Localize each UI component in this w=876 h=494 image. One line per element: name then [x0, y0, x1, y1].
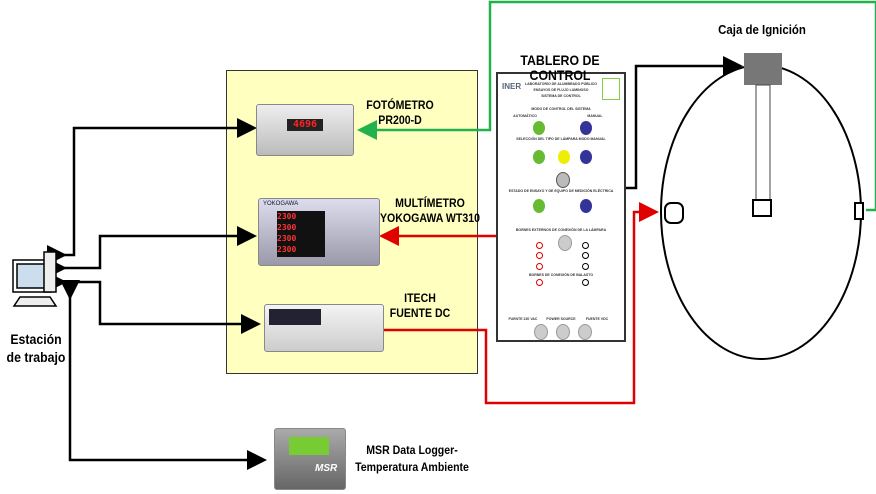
manual-label: MANUAL: [587, 114, 603, 118]
photometer-display: 4696: [287, 119, 323, 131]
panel-header: ENSAYOS DE FLUJO LUMINOSO: [533, 88, 589, 92]
iner-logo: INER: [502, 82, 522, 91]
manual-indicator[interactable]: [580, 121, 592, 135]
terminal: [582, 279, 589, 286]
dc-red: [384, 202, 659, 405]
dc-link: [47, 272, 261, 334]
lamp-indicator[interactable]: [558, 150, 570, 164]
state-indicator[interactable]: [580, 199, 592, 213]
dc-source-device: [264, 304, 384, 352]
control-panel: INER LABORATORIO DE ALUMBRADO PÚBLICO EN…: [496, 72, 626, 342]
terminal: [582, 252, 589, 259]
panel-section: BORNES EXTERNOS DE CONEXIÓN DE LA LÁMPAR…: [515, 228, 607, 232]
logger-brand: MSR: [315, 463, 338, 474]
ignition-box-label: Caja de Ignición: [718, 22, 806, 37]
datalogger-label: MSR Data Logger- Temperatura Ambiente: [355, 443, 469, 474]
lamp-indicator[interactable]: [533, 150, 545, 164]
terminal: [536, 252, 543, 259]
multimeter-label: MULTÍMETRO YOKOGAWA WT310: [380, 196, 480, 225]
multimeter-brand: YOKOGAWA: [263, 201, 299, 207]
auto-label: AUTOMÁTICO: [513, 114, 537, 118]
source-label: FUENTE VDC: [585, 317, 609, 321]
source-label: FUENTE 220 VAC: [508, 317, 538, 321]
workstation-label: Estación de trabajo: [6, 331, 66, 365]
ignition-box: [744, 53, 782, 85]
control-panel-title: TABLERO DE CONTROL: [520, 52, 600, 83]
panel-header: LABORATORIO DE ALUMBRADO PÚBLICO: [524, 82, 598, 86]
datalogger-device: MSR: [274, 428, 346, 490]
lamp-indicator[interactable]: [580, 150, 592, 164]
state-indicator[interactable]: [533, 199, 545, 213]
source-switch[interactable]: [578, 324, 592, 340]
terminal: [582, 242, 589, 249]
photometer-label: FOTÓMETRO PR200-D: [366, 98, 434, 127]
terminal: [536, 242, 543, 249]
source-label: POWER SOURCE: [546, 317, 576, 321]
source-switch[interactable]: [556, 324, 570, 340]
auto-indicator[interactable]: [533, 121, 545, 135]
panel-section: MODO DE CONTROL DEL SISTEMA: [531, 107, 591, 111]
source-switch[interactable]: [534, 324, 548, 340]
lamp-logo-icon: [602, 78, 620, 100]
sphere-port-left: [664, 202, 684, 224]
selector-switch[interactable]: [556, 172, 570, 188]
lamp-socket: [558, 235, 572, 251]
ignition-link: [624, 56, 743, 190]
panel-header: SISTEMA DE CONTROL: [541, 94, 581, 98]
terminal: [536, 279, 543, 286]
panel-section: SELECCIÓN DEL TIPO DE LÁMPARA MODO MANUA…: [516, 137, 606, 141]
photometer-device: 4696: [256, 104, 354, 156]
green-link: [357, 0, 876, 212]
logger-link: [60, 280, 267, 470]
terminal: [536, 263, 543, 270]
dc-source-label: ITECH FUENTE DC: [389, 291, 451, 320]
multimeter-link: [47, 226, 257, 278]
panel-section: BORNES DE CONEXIÓN DE BALASTO: [528, 273, 594, 277]
terminal: [582, 263, 589, 270]
computer-icon: [12, 251, 58, 307]
panel-section: ESTADO DE ENSAYO Y DE EQUIPO DE MEDICIÓN…: [508, 189, 614, 193]
